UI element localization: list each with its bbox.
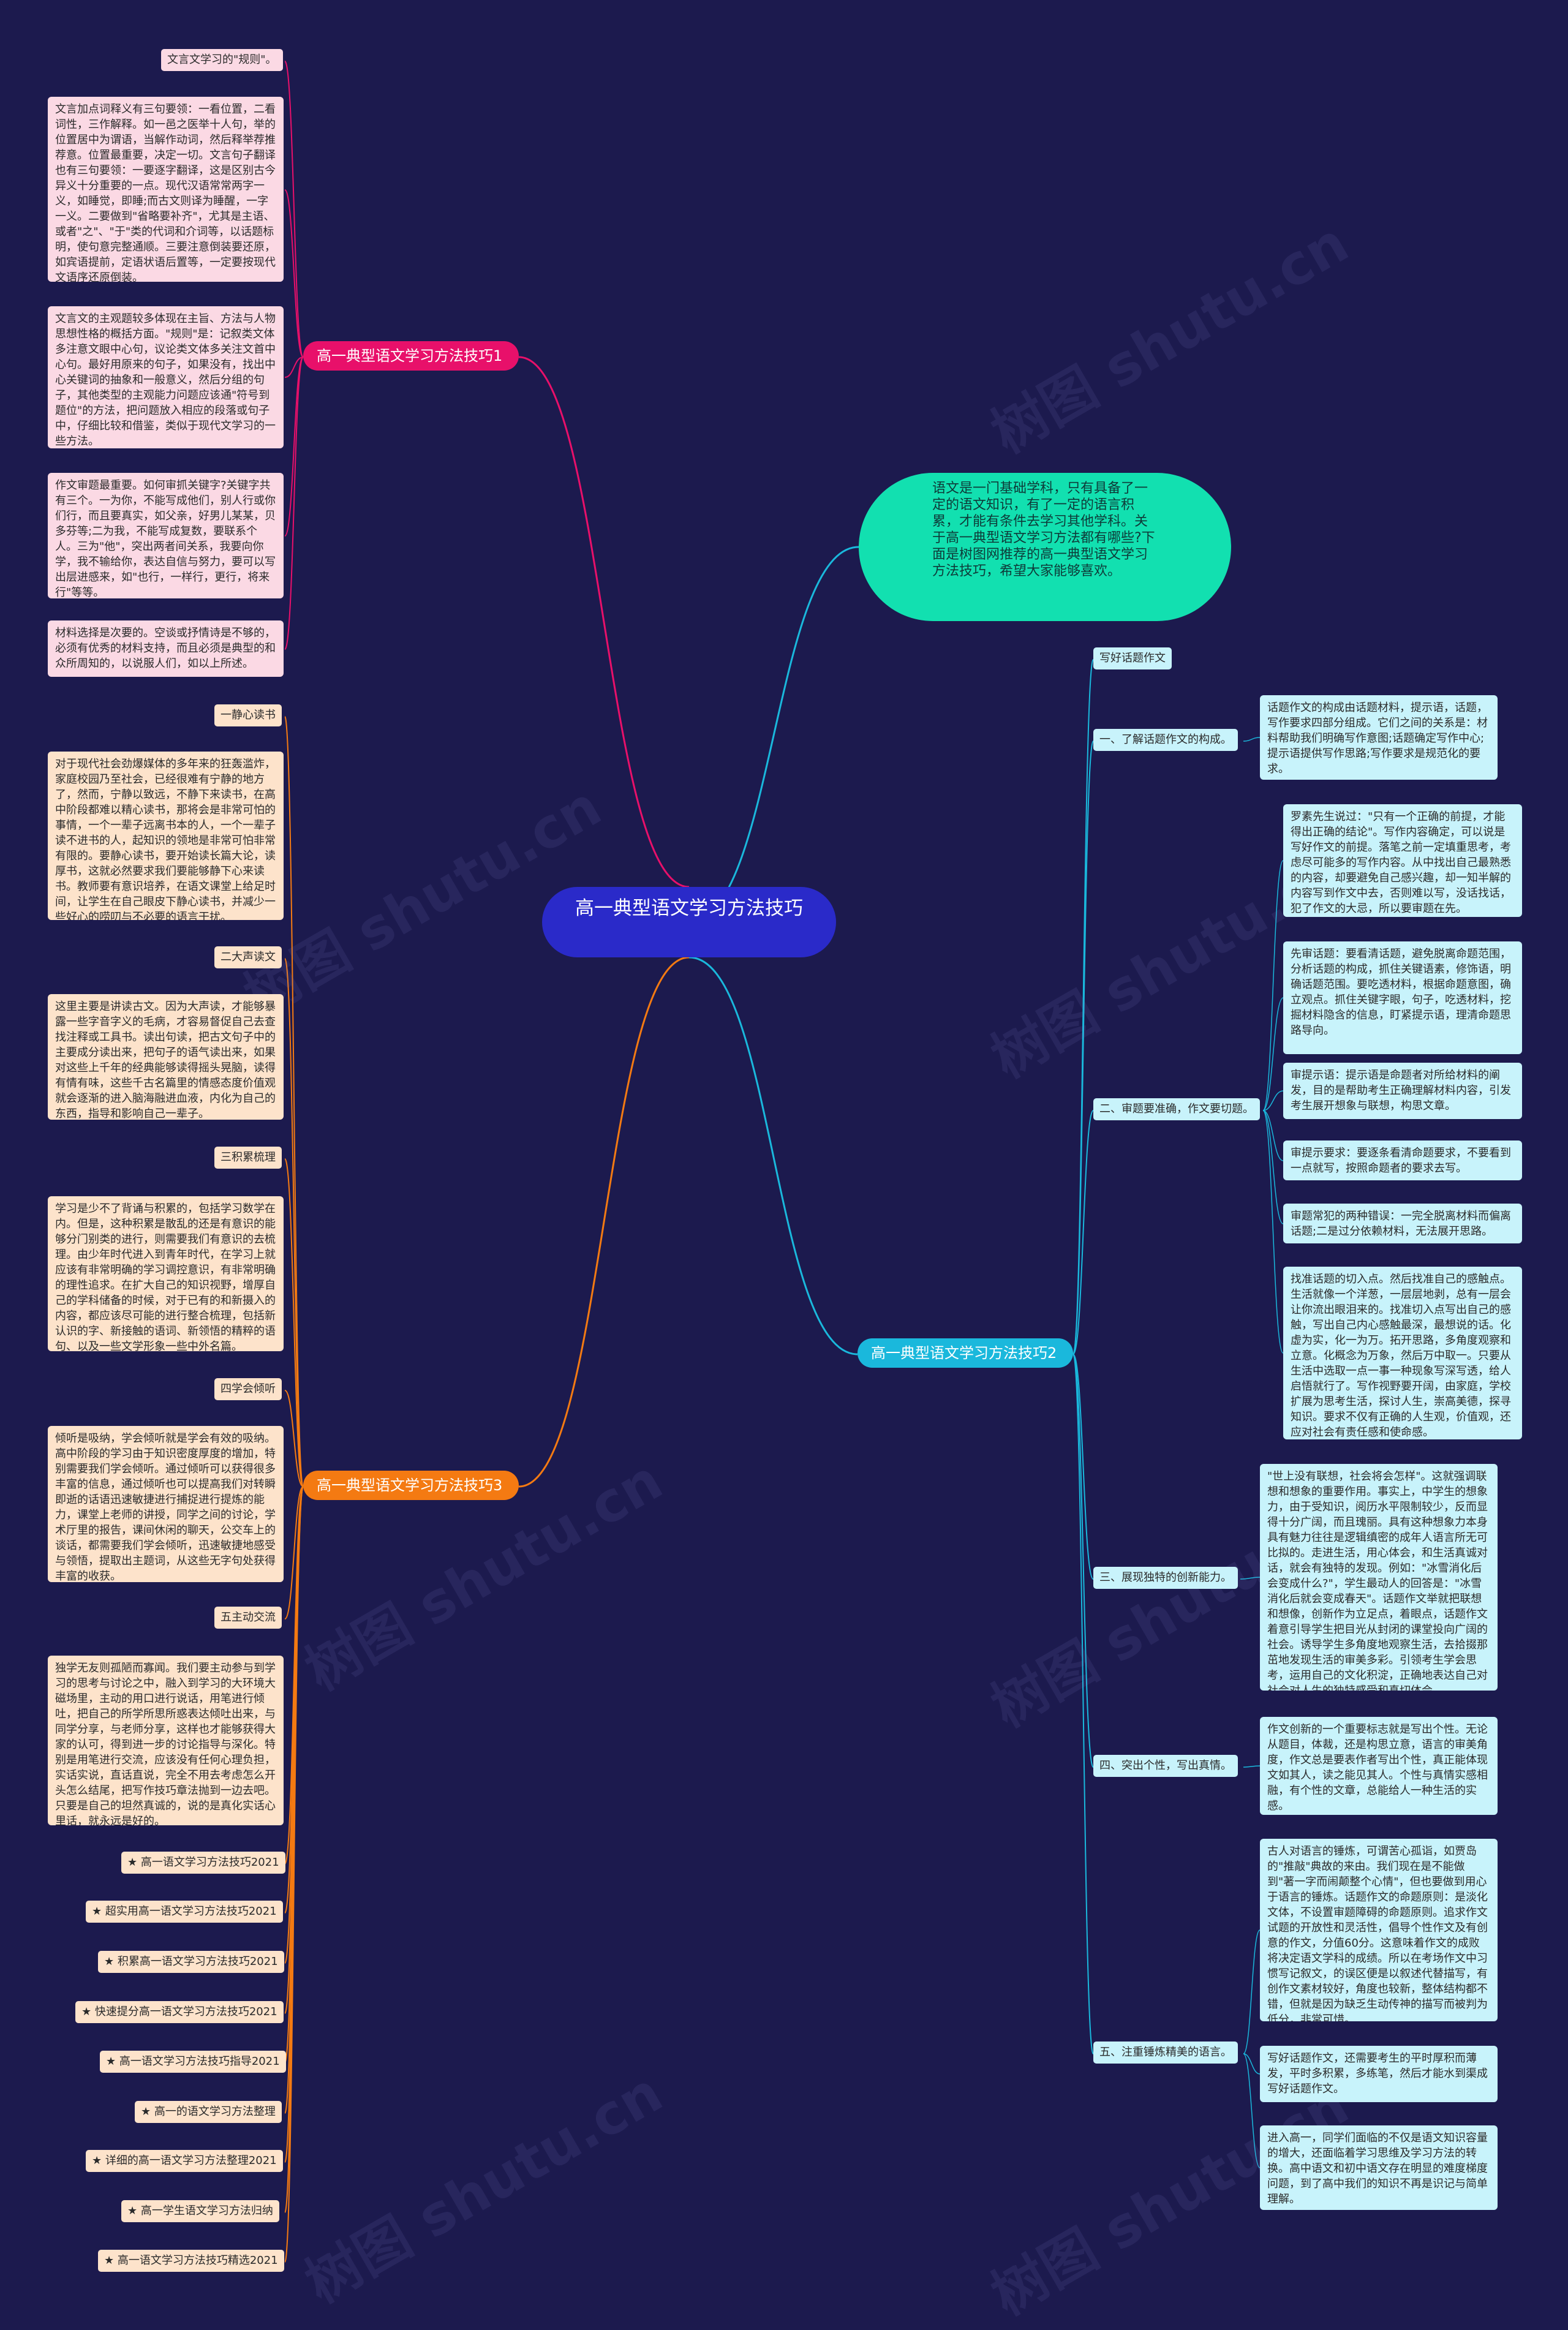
connector-line bbox=[284, 61, 304, 358]
branch-2-section-text: "世上没有联想，社会将会怎样"。这就强调联想和想象的重要作用。事实上，中学生的想… bbox=[1260, 1464, 1498, 1691]
connector-line bbox=[1243, 1765, 1261, 1768]
connector-line bbox=[1243, 737, 1261, 742]
branch-2-section-text: 作文创新的一个重要标志就是写出个性。无论从题目，体裁，还是构思立意，语言的审美角… bbox=[1260, 1717, 1498, 1815]
connector-line bbox=[284, 1486, 304, 2263]
connector-line bbox=[1243, 1929, 1261, 2054]
branch-3-label[interactable]: 高一典型语文学习方法技巧3 bbox=[303, 1471, 519, 1500]
branch-2-section-title: 五、注重锤炼精美的语言。 bbox=[1093, 2042, 1238, 2064]
branch-3-section-title: 三积累梳理 bbox=[214, 1147, 282, 1169]
branch-1-item: 材料选择是次要的。空谈或抒情诗是不够的，必须有优秀的材料支持，而且必须是典型的和… bbox=[48, 620, 284, 677]
branch-3-section-text: 独学无友则孤陋而寡闻。我们要主动参与到学习的思考与讨论之中，融入到学习的大环境大… bbox=[48, 1656, 284, 1825]
connector-line bbox=[284, 716, 304, 1487]
related-link[interactable]: ★ 快速提分高一语文学习方法技巧2021 bbox=[75, 2001, 284, 2023]
branch-2-section-text: 进入高一，同学们面临的不仅是语文知识容量的增大，还面临着学习思维及学习方法的转换… bbox=[1260, 2125, 1498, 2210]
root-topic[interactable]: 高一典型语文学习方法技巧 bbox=[542, 887, 836, 957]
intro-bubble[interactable]: 语文是一门基础学科，只有具备了一定的语文知识，有了一定的语言积累，才能有条件去学… bbox=[859, 473, 1231, 621]
branch-3-section-text: 倾听是吸纳，学会倾听就是学会有效的吸纳。高中阶段的学习由于知识密度厚度的增加，特… bbox=[48, 1426, 284, 1582]
connector-line bbox=[1072, 1354, 1094, 1768]
branch-3-section-text: 学习是少不了背诵与积累的，包括学习数学在内。但是，这种积累是散乱的还是有意识的能… bbox=[48, 1196, 284, 1351]
connector-line bbox=[284, 189, 304, 358]
related-link[interactable]: ★ 高一的语文学习方法整理 bbox=[135, 2101, 282, 2123]
connector-line bbox=[518, 356, 690, 888]
branch-2-section-text: 审提示语：提示语是命题者对所给材料的阐发，目的是帮助考生正确理解材料内容，引发考… bbox=[1283, 1063, 1522, 1119]
connector-line bbox=[1262, 1110, 1284, 1354]
connector-line bbox=[1243, 2053, 1261, 2168]
related-link[interactable]: ★ 超实用高一语文学习方法技巧2021 bbox=[86, 1901, 283, 1923]
related-link[interactable]: ★ 高一语文学习方法技巧精选2021 bbox=[98, 2250, 284, 2272]
connector-line bbox=[1262, 1110, 1284, 1224]
connector-line bbox=[1072, 1110, 1094, 1355]
connector-line bbox=[688, 956, 858, 1355]
branch-2-section-title: 一、了解话题作文的构成。 bbox=[1093, 729, 1238, 751]
connector-line bbox=[1243, 2053, 1261, 2075]
related-link[interactable]: ★ 高一学生语文学习方法归纳 bbox=[121, 2200, 279, 2222]
connector-line bbox=[518, 956, 690, 1488]
connector-line bbox=[284, 356, 304, 650]
branch-3-section-title: 四学会倾听 bbox=[214, 1378, 282, 1400]
branch-2-section-text: 写好话题作文，还需要考生的平时厚积而薄发，平时多积累，多练笔，然后才能水到渠成写… bbox=[1260, 2046, 1498, 2102]
branch-2-section-text: 找准话题的切入点。然后找准自己的感触点。生活就像一个洋葱，一层层地剥，总有一层会… bbox=[1283, 1267, 1522, 1439]
branch-2-section-title: 三、展现独特的创新能力。 bbox=[1093, 1567, 1238, 1589]
branch-2-top-label: 写好话题作文 bbox=[1093, 647, 1172, 669]
connector-line bbox=[1262, 997, 1284, 1111]
branch-2-section-text: 古人对语言的锤炼，可谓苦心孤诣，如贾岛的"推敲"典故的来由。我们现在是不能做到"… bbox=[1260, 1839, 1498, 2021]
related-link[interactable]: ★ 高一语文学习方法技巧指导2021 bbox=[100, 2051, 286, 2073]
branch-2-section-title: 二、审题要准确，作文要切题。 bbox=[1093, 1098, 1260, 1120]
connector-line bbox=[1262, 1090, 1284, 1111]
connector-line bbox=[284, 1158, 304, 1487]
branch-2-section-text: 话题作文的构成由话题材料，提示语，话题，写作要求四部分组成。它们之间的关系是：材… bbox=[1260, 695, 1498, 780]
connector-line bbox=[284, 1390, 304, 1487]
connector-line bbox=[284, 958, 304, 1487]
related-link[interactable]: ★ 高一语文学习方法技巧2021 bbox=[121, 1852, 285, 1874]
branch-3-section-text: 对于现代社会劲爆媒体的多年来的狂轰滥炸，家庭校园乃至社会，已经很难有宁静的地方了… bbox=[48, 752, 284, 920]
related-link[interactable]: ★ 积累高一语文学习方法技巧2021 bbox=[98, 1951, 284, 1973]
connector-line bbox=[1240, 1577, 1261, 1580]
connector-line bbox=[1262, 1110, 1284, 1161]
connector-line bbox=[284, 356, 304, 378]
branch-1-item: 文言文的主观题较多体现在主旨、方法与人物思想性格的概括方面。"规则"是：记叙类文… bbox=[48, 306, 284, 448]
connector-line bbox=[1072, 1354, 1094, 2054]
branch-2-section-text: 审题常犯的两种错误：一完全脱离材料而偏离话题;二是过分依赖材料，无法展开思路。 bbox=[1283, 1204, 1522, 1243]
branch-3-section-title: 二大声读文 bbox=[214, 946, 282, 968]
branch-2-section-text: 罗素先生说过："只有一个正确的前提，才能得出正确的结论"。写作内容确定，可以说是… bbox=[1283, 804, 1522, 917]
connector-line bbox=[1072, 741, 1094, 1355]
branch-1-label[interactable]: 高一典型语文学习方法技巧1 bbox=[303, 341, 519, 371]
branch-1-item: 作文审题最重要。如何审抓关键字?关键字共有三个。一为你，不能写成他们，别人行或你… bbox=[48, 473, 284, 598]
connector-line bbox=[284, 1486, 304, 1619]
branch-2-section-text: 先审话题：要看清话题，避免脱离命题范围，分析话题的构成，抓住关键语素，修饰语，明… bbox=[1283, 941, 1522, 1054]
branch-2-section-text: 审提示要求：要逐条看清命题要求，不要看到一点就写，按照命题者的要求去写。 bbox=[1283, 1140, 1522, 1180]
connector-line bbox=[284, 356, 304, 537]
related-link[interactable]: ★ 详细的高一语文学习方法整理2021 bbox=[86, 2150, 283, 2172]
branch-2-section-title: 四、突出个性，写出真情。 bbox=[1093, 1755, 1238, 1777]
branch-3-section-text: 这里主要是讲读古文。因为大声读，才能够暴露一些字音字义的毛病，才容易督促自己去查… bbox=[48, 994, 284, 1120]
branch-2-label[interactable]: 高一典型语文学习方法技巧2 bbox=[858, 1338, 1073, 1368]
connector-line bbox=[1262, 860, 1284, 1111]
branch-1-item: 文言文学习的"规则"。 bbox=[161, 49, 283, 71]
branch-3-section-title: 五主动交流 bbox=[214, 1607, 282, 1629]
branch-1-item: 文言加点词释义有三句要领：一看位置，二看词性，三作解释。如一邑之医举十人句，举的… bbox=[48, 97, 284, 282]
connector-line bbox=[688, 546, 859, 923]
branch-3-section-title: 一静心读书 bbox=[214, 704, 282, 726]
connector-line bbox=[1072, 1354, 1094, 1580]
